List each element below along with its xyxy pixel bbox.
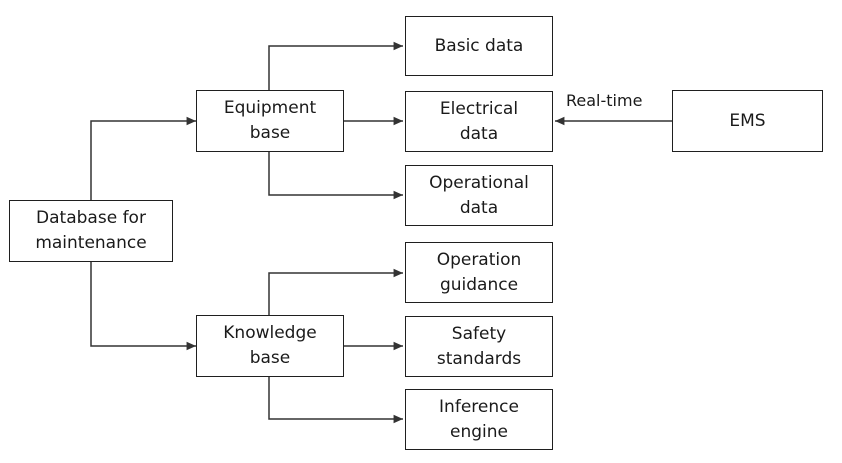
edge-knowledge-base-to-operation-guidance: [268, 268, 403, 315]
node-ems[interactable]: EMS: [672, 90, 823, 152]
node-basic-data[interactable]: Basic data: [405, 16, 553, 76]
node-label: Equipment base: [223, 98, 317, 143]
edge-label-realtime: Real-time: [566, 91, 643, 110]
node-label: Database for maintenance: [35, 208, 147, 253]
node-equipment-base[interactable]: Equipment base: [196, 90, 344, 152]
node-label: Inference engine: [439, 396, 519, 442]
node-label: Operation guidance: [436, 249, 522, 295]
edge-equipment-base-to-basic-data: [268, 41, 403, 90]
edge-database-to-knowledge-base: [90, 262, 196, 351]
node-label: Safety standards: [436, 323, 522, 369]
node-label: Operational data: [429, 172, 529, 218]
edge-knowledge-base-to-inference-engine: [268, 377, 403, 424]
node-operational-data[interactable]: Operational data: [405, 165, 553, 226]
edge-equipment-base-to-operational-data: [268, 152, 403, 200]
node-label: Basic data: [434, 35, 524, 56]
node-safety-standards[interactable]: Safety standards: [405, 316, 553, 377]
node-inference-engine[interactable]: Inference engine: [405, 389, 553, 450]
node-label: EMS: [729, 110, 766, 131]
node-electrical-data[interactable]: Electrical data: [405, 91, 553, 152]
edge-database-to-equipment-base: [90, 116, 196, 200]
node-knowledge-base[interactable]: Knowledge base: [196, 315, 344, 377]
node-database-for-maintenance[interactable]: Database for maintenance: [9, 200, 173, 262]
node-label: Knowledge base: [223, 323, 317, 368]
node-label: Electrical data: [439, 98, 519, 144]
node-operation-guidance[interactable]: Operation guidance: [405, 242, 553, 303]
